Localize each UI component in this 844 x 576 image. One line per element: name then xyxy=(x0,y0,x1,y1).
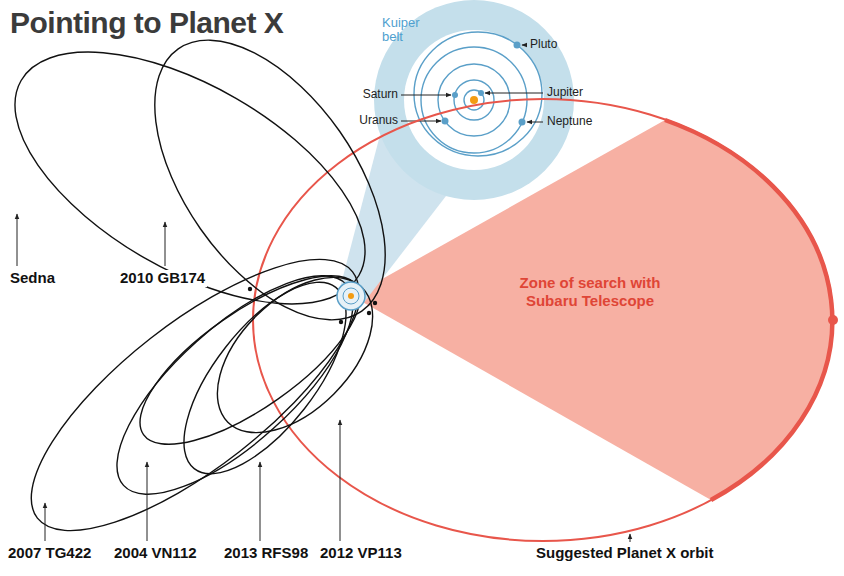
planet-label-box: Jupiter xyxy=(547,86,583,99)
uranus-orbit xyxy=(438,64,510,136)
planet-label: Jupiter xyxy=(547,86,583,99)
leader-line xyxy=(485,93,543,94)
object-dot xyxy=(367,311,371,315)
planet-label: Saturn xyxy=(363,88,398,101)
planet-label: Pluto xyxy=(530,38,557,51)
tg422-orbit xyxy=(0,215,397,575)
leader-line xyxy=(527,122,543,123)
leader-line xyxy=(45,503,46,541)
object-label: Sedna xyxy=(8,270,57,287)
object-label: 2013 RFS98 xyxy=(222,545,310,562)
uranus-dot xyxy=(442,118,449,125)
leader-line xyxy=(522,45,527,46)
orbit-label: Suggested Planet X orbit xyxy=(534,545,716,562)
object-label-box: 2004 VN112 xyxy=(112,545,199,562)
object-dot xyxy=(248,287,252,291)
rfs98-orbit xyxy=(155,257,375,500)
object-label-box: 2007 TG422 xyxy=(6,545,93,562)
leader-line xyxy=(260,462,261,541)
object-dot xyxy=(339,320,343,324)
solar-system-circle xyxy=(337,282,365,310)
solar-system-orbit xyxy=(343,288,359,304)
sun xyxy=(470,96,478,104)
vp113-orbit xyxy=(189,249,401,461)
jupiter-dot xyxy=(478,90,484,96)
object-label-box: 2012 VP113 xyxy=(318,545,404,562)
pluto-dot xyxy=(514,42,521,49)
planet-label-box: Neptune xyxy=(547,115,592,128)
orbit-label-box: Suggested Planet X orbit xyxy=(534,545,716,562)
leader-line xyxy=(340,420,341,541)
planet-label-box: Saturn xyxy=(363,88,398,101)
region-label: Kuiper belt xyxy=(382,16,428,45)
planet-label: Neptune xyxy=(547,115,592,128)
sun xyxy=(348,293,354,299)
object-label: 2010 GB174 xyxy=(118,270,207,287)
planet-x-dot xyxy=(828,315,838,325)
leader-line xyxy=(401,121,441,122)
planet-label: Uranus xyxy=(359,114,398,127)
object-label: 2007 TG422 xyxy=(6,545,93,562)
leader-line xyxy=(17,214,18,266)
search-zone-text-box: Zone of search with Subaru Telescope xyxy=(495,274,685,310)
object-label-box: 2010 GB174 xyxy=(118,270,207,287)
title-box: Pointing to Planet X xyxy=(6,6,287,39)
object-orbit xyxy=(116,246,384,474)
planet-label-box: Pluto xyxy=(530,38,557,51)
region-label-box: Kuiper belt xyxy=(382,16,428,45)
title: Pointing to Planet X xyxy=(6,6,287,39)
leader-line xyxy=(401,95,451,96)
saturn-orbit xyxy=(454,80,494,120)
pluto-orbit xyxy=(414,32,542,156)
search-zone-wedge xyxy=(352,120,832,500)
object-dot xyxy=(373,301,377,305)
leader-line xyxy=(165,222,166,266)
object-label-box: 2013 RFS98 xyxy=(222,545,310,562)
saturn-dot xyxy=(452,92,458,98)
leader-line xyxy=(630,534,631,542)
object-label: 2012 VP113 xyxy=(318,545,404,562)
object-label: 2004 VN112 xyxy=(112,545,199,562)
object-label-box: Sedna xyxy=(8,270,57,287)
planet-label-box: Uranus xyxy=(359,114,398,127)
neptune-dot xyxy=(519,119,526,126)
search-zone-label: Zone of search with Subaru Telescope xyxy=(495,274,685,310)
leader-line xyxy=(147,462,148,541)
